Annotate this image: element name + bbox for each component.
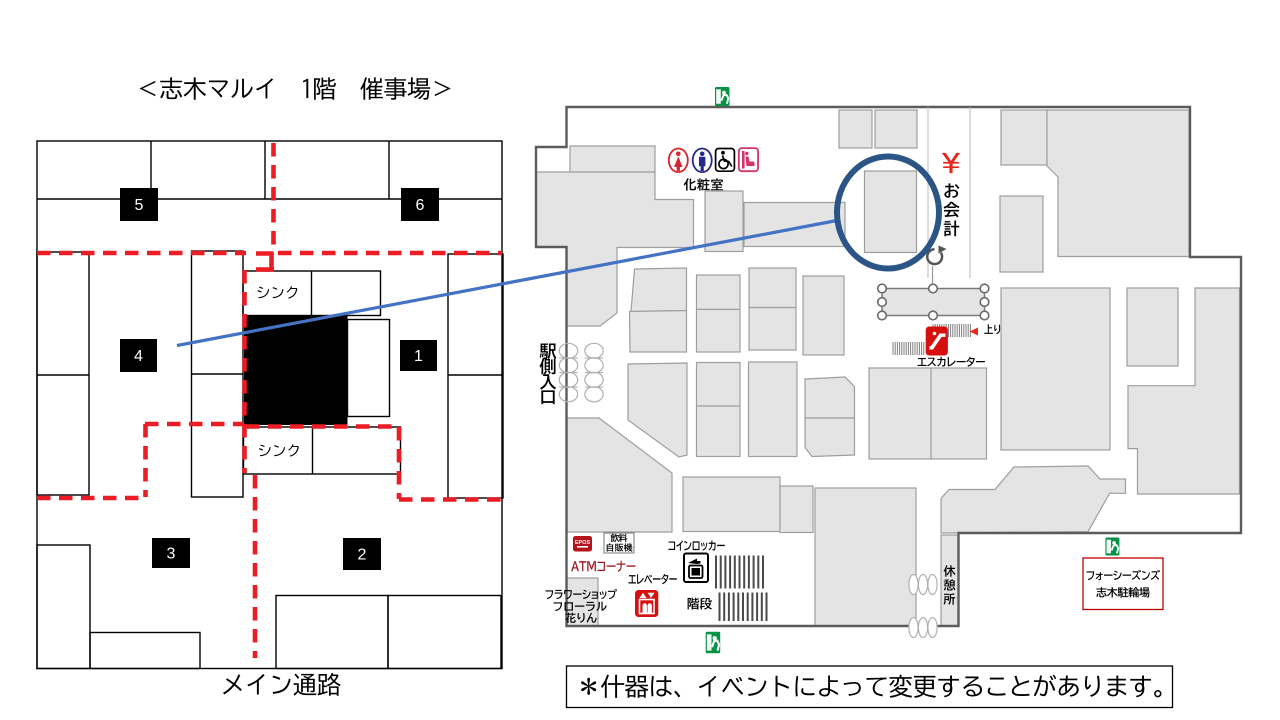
svg-text:6: 6: [416, 197, 425, 214]
svg-text:5: 5: [135, 197, 144, 214]
svg-text:1: 1: [414, 348, 423, 365]
svg-text:EPOS: EPOS: [575, 540, 591, 546]
svg-text:2: 2: [358, 547, 367, 564]
svg-text:4: 4: [134, 348, 143, 365]
svg-text:3: 3: [167, 546, 176, 563]
